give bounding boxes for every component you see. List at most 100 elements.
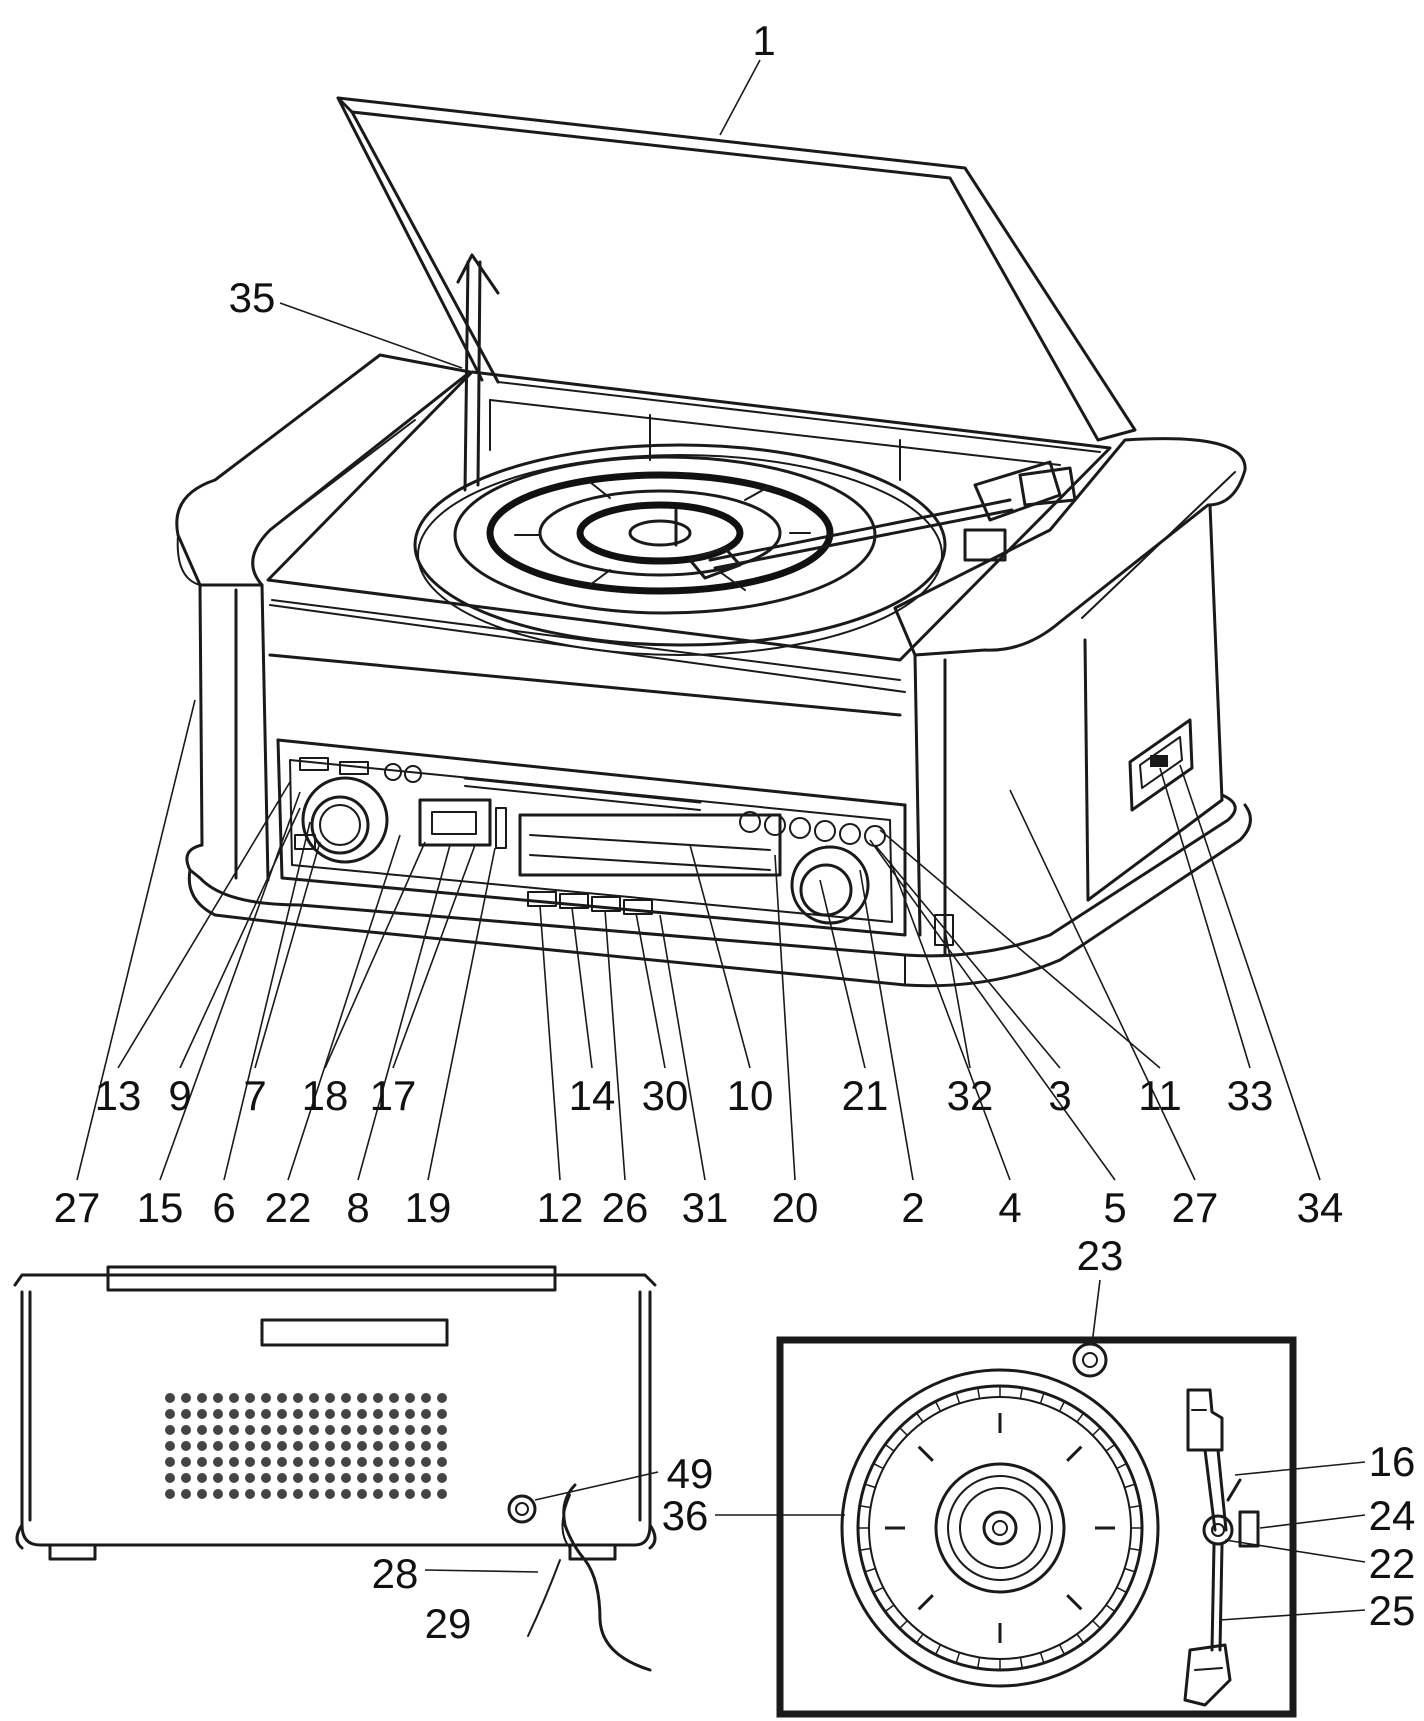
grille-hole (197, 1489, 207, 1499)
grille-hole (437, 1441, 447, 1451)
grille-hole (357, 1457, 367, 1467)
rim-notch (1019, 1657, 1023, 1669)
grille-hole (213, 1393, 223, 1403)
callout-18: 18 (302, 1072, 349, 1119)
grille-hole (165, 1457, 175, 1467)
callout-15: 15 (137, 1184, 184, 1231)
grille-hole (277, 1473, 287, 1483)
grille-hole (389, 1473, 399, 1483)
callout-29: 29 (425, 1600, 472, 1647)
grille-hole (277, 1425, 287, 1435)
callout-20: 20 (772, 1184, 819, 1231)
grille-hole (213, 1409, 223, 1419)
grille-hole (309, 1409, 319, 1419)
grille-hole (181, 1489, 191, 1499)
platter (413, 443, 947, 656)
callout-7: 7 (243, 1072, 266, 1119)
rear-view (13, 1265, 657, 1672)
rim-notch (1076, 1412, 1085, 1423)
grille-hole (421, 1425, 431, 1435)
grille-hole (357, 1409, 367, 1419)
callout-1: 1 (752, 17, 775, 64)
rim-notch (864, 1567, 876, 1573)
grille-hole (405, 1393, 415, 1403)
grille-hole (421, 1457, 431, 1467)
callout-10: 10 (727, 1072, 774, 1119)
rim-notch (873, 1462, 884, 1470)
grille-hole (245, 1473, 255, 1483)
rim-notch (899, 1427, 908, 1436)
callout-19: 19 (405, 1184, 452, 1231)
grille-hole (325, 1393, 335, 1403)
rim-notch (1129, 1505, 1141, 1509)
grille-hole (293, 1473, 303, 1483)
callout-30: 30 (642, 1072, 689, 1119)
rim-notch (1076, 1633, 1085, 1644)
right-cabinet (893, 437, 1247, 957)
grille-hole (197, 1409, 207, 1419)
grille-hole (181, 1473, 191, 1483)
grille-hole (373, 1473, 383, 1483)
callout-11: 11 (1138, 1072, 1182, 1119)
grille-hole (213, 1489, 223, 1499)
grille-hole (261, 1393, 271, 1403)
grille-hole (309, 1473, 319, 1483)
grille-hole (309, 1425, 319, 1435)
rim-notch (859, 1505, 871, 1509)
rim-notch (1092, 1427, 1101, 1436)
grille-hole (309, 1393, 319, 1403)
strobe-mark (917, 1445, 934, 1462)
leader-lines (76, 59, 1366, 1621)
grille-hole (373, 1409, 383, 1419)
grille-hole (165, 1489, 175, 1499)
grille-hole (165, 1441, 175, 1451)
grille-hole (357, 1489, 367, 1499)
grille-hole (437, 1425, 447, 1435)
rim-notch (955, 1392, 961, 1404)
left-cabinet (175, 353, 472, 882)
grille-hole (245, 1457, 255, 1467)
grille-hole (437, 1409, 447, 1419)
rim-notch (859, 1547, 871, 1551)
rim-notch (884, 1604, 895, 1613)
grille-hole (293, 1441, 303, 1451)
grille-hole (213, 1441, 223, 1451)
strobe-mark (1066, 1594, 1083, 1611)
grille-hole (421, 1409, 431, 1419)
grille-hole (405, 1441, 415, 1451)
grille-hole (181, 1457, 191, 1467)
grille-hole (389, 1393, 399, 1403)
grille-hole (373, 1393, 383, 1403)
grille-hole (181, 1441, 191, 1451)
grille-hole (197, 1457, 207, 1467)
grille-hole (181, 1409, 191, 1419)
callout-49: 49 (667, 1450, 714, 1497)
grille-hole (357, 1425, 367, 1435)
grille-hole (197, 1393, 207, 1403)
callout-34: 34 (1297, 1184, 1344, 1231)
grille-hole (277, 1457, 287, 1467)
grille-hole (389, 1489, 399, 1499)
callout-9: 9 (168, 1072, 191, 1119)
rim-notch (915, 1412, 924, 1423)
rim-notch (1058, 1644, 1066, 1655)
callout-27-left: 27 (54, 1184, 101, 1231)
grille-hole (437, 1457, 447, 1467)
callout-6: 6 (212, 1184, 235, 1231)
grille-hole (389, 1457, 399, 1467)
grille-hole (277, 1489, 287, 1499)
grille-hole (165, 1473, 175, 1483)
strobe-mark (1066, 1445, 1083, 1462)
rim-notch (955, 1652, 961, 1664)
callout-25: 25 (1369, 1587, 1416, 1634)
grille-hole (341, 1457, 351, 1467)
grille-hole (229, 1409, 239, 1419)
grille-hole (245, 1393, 255, 1403)
grille-hole (245, 1441, 255, 1451)
callout-28: 28 (372, 1550, 419, 1597)
rim-notch (1058, 1401, 1066, 1412)
rim-notch (977, 1387, 981, 1399)
rim-notch (1124, 1567, 1136, 1573)
